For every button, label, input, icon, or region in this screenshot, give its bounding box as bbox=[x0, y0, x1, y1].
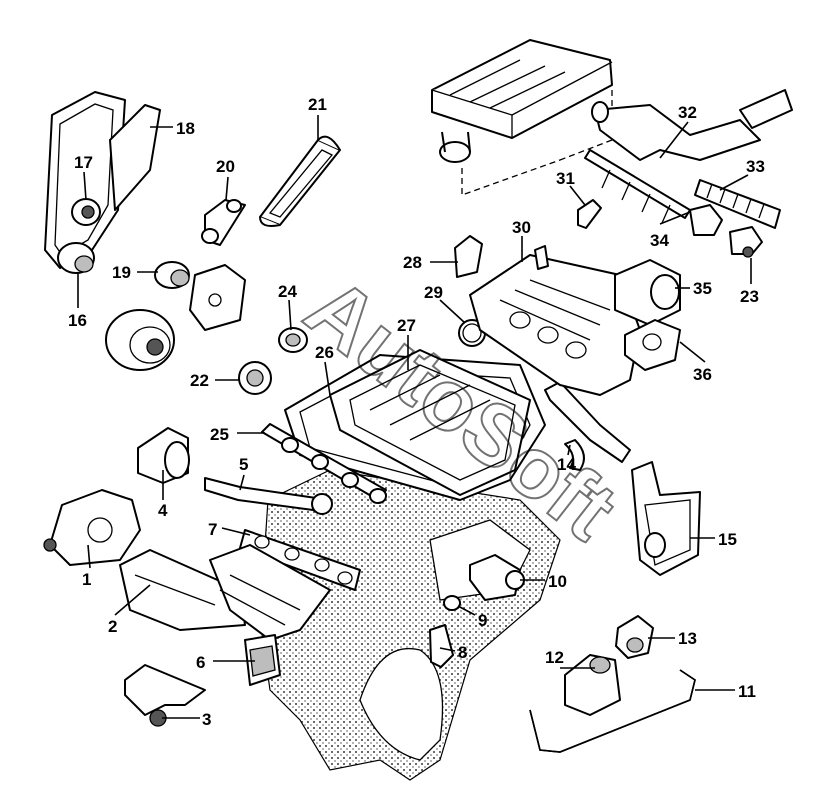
exhaust-manifold-gasket bbox=[239, 529, 361, 591]
throttle-body bbox=[614, 259, 681, 326]
callout-3: 3 bbox=[202, 710, 211, 729]
cam-pulley bbox=[278, 327, 308, 353]
callout-29: 29 bbox=[424, 283, 443, 302]
intake-bracket bbox=[454, 235, 483, 278]
callout-34: 34 bbox=[650, 231, 669, 250]
callout-24: 24 bbox=[278, 282, 297, 301]
callout-4: 4 bbox=[158, 501, 168, 520]
thermostat-housing bbox=[137, 427, 190, 484]
callout-1: 1 bbox=[82, 570, 91, 589]
crank-pulley bbox=[154, 261, 190, 289]
camshaft bbox=[261, 423, 387, 504]
callout-33: 33 bbox=[746, 157, 765, 176]
callout-6: 6 bbox=[196, 653, 205, 672]
callout-labels: 1 2 3 4 5 6 7 8 9 10 11 12 13 14 15 16 1… bbox=[68, 95, 765, 729]
fuel-rail bbox=[584, 149, 691, 224]
catalytic-converter bbox=[244, 634, 281, 686]
callout-21: 21 bbox=[308, 95, 327, 114]
exhaust-manifold bbox=[209, 544, 331, 641]
callout-15: 15 bbox=[718, 530, 737, 549]
callout-30: 30 bbox=[512, 218, 531, 237]
timing-belt-guard bbox=[44, 91, 161, 269]
callout-26: 26 bbox=[315, 343, 334, 362]
callout-32: 32 bbox=[678, 103, 697, 122]
egr-pipe bbox=[529, 669, 696, 753]
intake-manifold bbox=[469, 245, 641, 396]
callout-28: 28 bbox=[403, 253, 422, 272]
accessory-bracket bbox=[189, 264, 246, 331]
air-filter-box bbox=[431, 39, 613, 196]
callout-11: 11 bbox=[738, 682, 756, 701]
callout-20: 20 bbox=[216, 157, 235, 176]
callout-17: 17 bbox=[74, 153, 93, 172]
oil-pump-assembly bbox=[105, 309, 175, 371]
coolant-hose bbox=[429, 624, 454, 668]
callout-19: 19 bbox=[112, 263, 131, 282]
callout-10: 10 bbox=[548, 572, 567, 591]
callout-25: 25 bbox=[210, 425, 229, 444]
callout-5: 5 bbox=[239, 455, 248, 474]
callout-8: 8 bbox=[458, 643, 467, 662]
cam-sprocket bbox=[238, 361, 272, 395]
drain-plug bbox=[443, 595, 461, 611]
air-intake-duct bbox=[591, 89, 793, 161]
idler-pulley bbox=[57, 242, 95, 274]
valve-cover bbox=[329, 349, 531, 496]
callout-18: 18 bbox=[176, 119, 195, 138]
callout-12: 12 bbox=[545, 648, 564, 667]
hose-connector bbox=[689, 204, 723, 236]
callout-7: 7 bbox=[208, 520, 217, 539]
tensioner-pulley bbox=[71, 198, 101, 226]
callout-35: 35 bbox=[693, 279, 712, 298]
tensioner-bracket bbox=[201, 199, 246, 246]
callout-23: 23 bbox=[740, 287, 759, 306]
leader-lines bbox=[77, 115, 752, 719]
expansion-tank bbox=[631, 461, 701, 576]
callout-16: 16 bbox=[68, 311, 87, 330]
callout-2: 2 bbox=[108, 617, 117, 636]
heat-shield bbox=[119, 549, 246, 631]
engine-block bbox=[259, 469, 561, 781]
water-pump bbox=[43, 489, 141, 566]
coolant-outlet bbox=[469, 554, 525, 601]
breather-hose bbox=[694, 179, 781, 229]
egr-valve bbox=[564, 654, 621, 716]
callout-9: 9 bbox=[478, 611, 487, 630]
callout-27: 27 bbox=[397, 316, 416, 335]
fuel-rail-sensor bbox=[577, 199, 602, 229]
callout-13: 13 bbox=[678, 629, 697, 648]
callout-36: 36 bbox=[693, 365, 712, 384]
egr-fitting bbox=[615, 615, 654, 659]
drive-belt bbox=[259, 135, 341, 227]
idle-control-valve bbox=[729, 226, 763, 258]
callout-14: 14 bbox=[557, 455, 576, 474]
callout-22: 22 bbox=[190, 371, 209, 390]
callout-31: 31 bbox=[556, 169, 575, 188]
throttle-adapter bbox=[624, 319, 681, 371]
mounting-bracket bbox=[124, 664, 206, 727]
